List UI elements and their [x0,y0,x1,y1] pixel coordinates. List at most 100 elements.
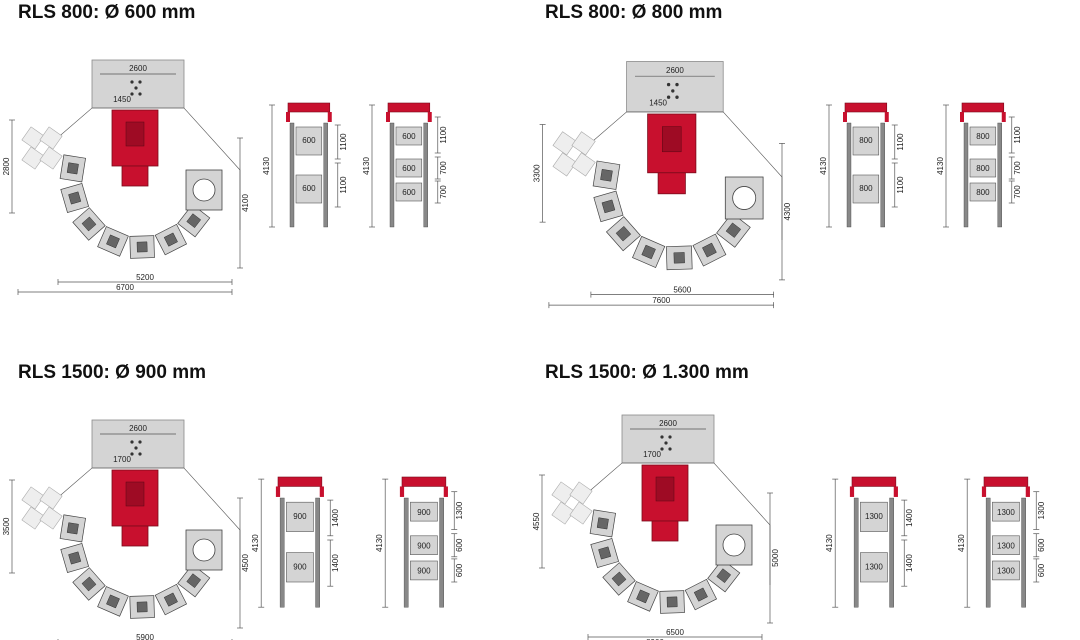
plan-1-ghost-station-3 [39,146,63,170]
rack1-2-gap-top-label: 1100 [896,133,905,151]
rack1-3-bin-2 [286,552,314,583]
plan-2-dot-0 [666,82,671,87]
rack2-1-bin-3 [395,182,423,202]
plan-3-robot-arm [125,481,145,507]
plan-2-station-core-5 [702,242,717,258]
rack1-2-shelf-1: 800 [859,136,873,145]
plan-3-dot-4 [138,452,142,456]
plan-2-top-zone [626,61,724,113]
plan-4-outer-width-label: 8900 [646,638,664,640]
plan-4-top-width: 2600 [659,419,677,428]
rack2-1-gap-2-label: 700 [439,161,448,175]
plan-3-dot-0 [130,440,134,444]
rack1-3-shelf-2: 900 [293,562,307,571]
rack2-4-height-label: 4130 [957,534,966,552]
plan-1-station-core-3 [106,234,120,249]
rack1-1-gripper-left [286,112,290,122]
rack1-2-bin-1 [852,126,880,156]
rack2-1-post-right [423,122,428,228]
rack1-2-gripper-right [884,112,889,122]
plan-1-dot-3 [130,92,134,96]
plan-3-offset: 1700 [113,455,131,464]
rack2-1-bin-2 [395,158,423,178]
plan-4-station-core-3 [636,589,650,604]
section-title-4: RLS 1500: Ø 1.300 mm [545,362,749,383]
rack2-1-gap-3-label: 700 [439,185,448,199]
rack1-1-gap-top-label: 1100 [339,133,348,151]
plan-2-station-core-2 [615,225,632,242]
rack2-3-gripper [401,476,447,487]
rack2-4-gap-2-label: 600 [1037,538,1046,552]
rack1-1-bin-2 [295,174,323,204]
plan-2-dot-2 [671,89,675,93]
rack2-2-shelf-3: 800 [976,188,990,197]
plan-3-ghost-station-0 [21,486,45,510]
plan-3-station-core-6 [186,573,202,588]
plan-3-station-core-2 [81,576,97,592]
rack2-1-gripper [387,102,431,113]
rack1-1-shelf-1: 600 [302,136,316,145]
rack2-2-post-left [963,122,969,228]
rack1-3-shelf-1: 900 [293,512,307,521]
rack2-4-gripper [983,476,1029,487]
rack2-3-bin-2 [410,535,438,555]
plan-4-station-core-1 [598,546,612,560]
rack1-3-bin-1 [286,501,314,532]
plan-3-ghost-station-1 [39,486,63,510]
plan-4-dot-1 [668,435,672,439]
rack2-4-gripper-right [1025,486,1030,497]
rack1-4-gap-top-label: 1400 [905,509,914,527]
plan-1-inner-width-label: 5200 [136,273,154,282]
section-title-2: RLS 800: Ø 800 mm [545,2,723,23]
plan-4-dot-2 [664,441,668,445]
rack1-4-gripper-right [893,486,898,497]
section-title-1: RLS 800: Ø 600 mm [18,2,196,23]
plan-3-ghost-station-3 [39,506,63,530]
plan-2-right-height-label: 4300 [783,202,792,220]
rack2-2-gap-3-label: 700 [1013,185,1022,199]
plan-2-outer-width-label: 7600 [652,296,670,305]
plan-4-station-core-5 [693,587,708,602]
rack2-3-gap-3-label: 600 [455,563,464,577]
plan-3-station-core-4 [136,601,148,613]
rack1-2-gripper [844,102,888,113]
rack2-4-bin-3 [992,560,1020,581]
rack1-4-gripper [851,476,897,487]
rack2-2-bin-3 [969,182,997,202]
plan-1-offset: 1450 [113,95,131,104]
rack2-3-shelf-1: 900 [417,508,431,517]
plan-3-right-height-label: 4500 [241,554,250,572]
plan-2-machine-chuck [732,186,757,210]
rack2-1-shelf-2: 600 [402,164,416,173]
plan-4-machine-chuck [722,533,746,557]
rack1-1-post-right [323,122,328,228]
plan-3-inner-width-label: 5900 [136,633,154,640]
rack1-4-height-label: 4130 [825,534,834,552]
rack2-2-shelf-1: 800 [976,132,990,141]
rack2-3-bin-3 [410,560,438,581]
plan-2-station-core-6 [725,222,742,238]
rack2-4-post-right [1021,497,1026,608]
rack1-3-gripper [277,476,323,487]
plan-1-dot-0 [130,80,134,84]
rack1-2-post-left [846,122,852,228]
plan-2-left-height-label: 3300 [533,164,542,182]
plan-4-offset: 1700 [643,450,661,459]
plan-2-ghost-station-0 [552,131,577,156]
plan-2-inner-width-label: 5600 [673,286,691,295]
plan-1-station-core-6 [186,213,202,228]
rack1-4-shelf-2: 1300 [865,562,883,571]
rack2-2-bin-2 [969,158,997,178]
plan-4-station-core-2 [611,571,627,587]
plan-2-robot-arm [662,126,682,153]
plan-1-robot-arm [125,121,145,147]
rack1-1-gripper-right [327,112,332,122]
plan-1-dot-4 [138,92,142,96]
plan-4-right-height-label: 5000 [771,549,780,567]
rack1-2-height-label: 4130 [819,157,828,175]
plan-3-dot-3 [130,452,134,456]
plan-3-station-core-0 [66,522,79,535]
rack2-1-gap-1-label: 1100 [439,126,448,144]
plan-2-ghost-station-1 [571,131,596,156]
